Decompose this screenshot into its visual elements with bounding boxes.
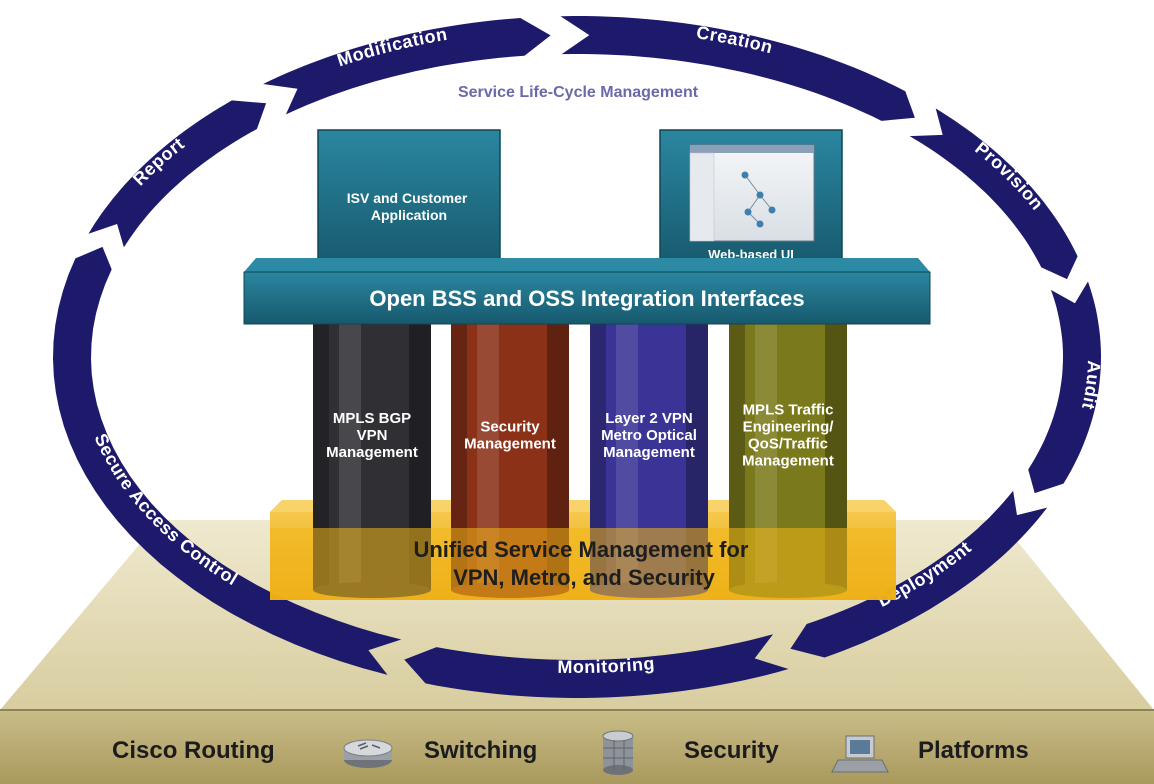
web-ui-box: Web-based UI (659, 129, 843, 269)
isv-box-label: ISV and Customer Application (347, 190, 471, 223)
isv-box: ISV and Customer Application (317, 129, 501, 269)
lifecycle-arrow-secure-access-control (53, 246, 402, 675)
web-ui-screenshot-icon (689, 144, 815, 242)
server-icon (831, 735, 889, 773)
lifecycle-arrow-report (88, 100, 267, 248)
ring-title: Service Life-Cycle Management (458, 84, 699, 101)
lifecycle-arrow-modification (263, 18, 551, 115)
integration-bar-label: Open BSS and OSS Integration Interfaces (369, 286, 804, 311)
base-item-security: Security (684, 737, 779, 764)
lifecycle-arrow-creation (560, 16, 915, 121)
lifecycle-arrow-monitoring (404, 634, 789, 698)
base-item-platforms: Platforms (918, 737, 1029, 764)
integration-bar: Open BSS and OSS Integration Interfaces (243, 258, 931, 325)
lifecycle-ring: CreationProvisionAuditDeploymentMonitori… (53, 16, 1104, 698)
base-band (0, 710, 1154, 784)
base-item-switching: Switching (424, 737, 537, 764)
usm-label: Unified Service Management for VPN, Metr… (413, 537, 754, 590)
firewall-icon (602, 730, 634, 775)
router-icon (343, 739, 393, 768)
lifecycle-arrow-deployment (790, 490, 1048, 658)
lifecycle-arrow-audit (1028, 281, 1101, 494)
base-items: Cisco Routing Switching Security Platfo (112, 730, 1029, 775)
lifecycle-label-monitoring: Monitoring (557, 653, 655, 677)
base-item-cisco-routing: Cisco Routing (112, 737, 275, 764)
lifecycle-arrow-provision (909, 108, 1078, 280)
